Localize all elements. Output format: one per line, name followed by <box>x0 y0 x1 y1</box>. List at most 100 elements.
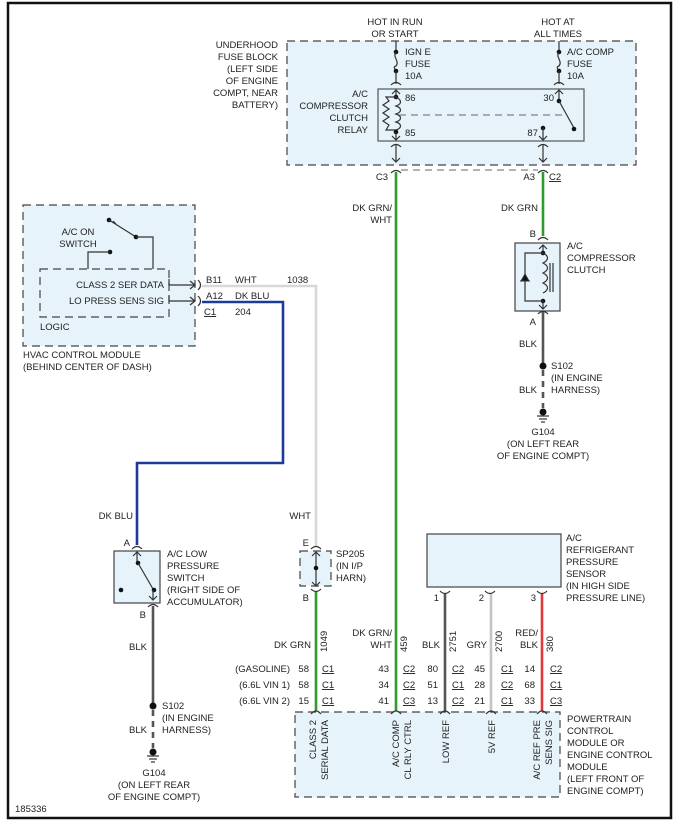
hot-in-run-label-1: HOT IN RUN <box>367 17 422 28</box>
pin-number: 41 <box>378 696 389 707</box>
clutch-wire-blk-2: BLK <box>519 385 538 396</box>
connector-b11-icon <box>197 279 202 291</box>
wire-clutch-color: DK GRN <box>501 203 538 214</box>
pcm-label-3: MODULE OR <box>567 738 625 749</box>
pcm-label-2: CONTROL <box>567 726 613 737</box>
lps-switch-arm <box>137 562 154 590</box>
logic-subbox <box>39 268 170 318</box>
circuit-1038-label: 1038 <box>287 275 308 286</box>
splice-pack-sp205: WHT E B SP205 (IN I/P HARN) <box>289 511 366 604</box>
connector-id: C1 <box>501 696 513 707</box>
connector-c2-label: C2 <box>549 172 561 183</box>
connector-id: C1 <box>452 680 464 691</box>
connector-icon <box>390 81 402 86</box>
wire-459-color-bottom-2: WHT <box>370 640 392 651</box>
lps-ground-label-3: OF ENGINE COMPT) <box>108 792 200 803</box>
diagram-frame <box>6 1 673 820</box>
connector-id: C2 <box>403 664 415 675</box>
connector-id: C1 <box>550 680 562 691</box>
connector-id: C2 <box>550 664 562 675</box>
pcm-signal-class2-2: SERIAL DATA <box>320 719 331 780</box>
wire-2700-color: GRY <box>467 640 488 651</box>
ign-e-fuse: IGN E FUSE 10A <box>390 41 431 86</box>
wire-380-color-1: RED/ <box>515 628 538 639</box>
pcm-label-1: POWERTRAIN <box>567 714 631 725</box>
lo-press-sens-sig-label: LO PRESS SENS SIG <box>69 296 164 307</box>
relay-label-3: CLUTCH <box>329 113 368 124</box>
pcm-signal-pressure-1: A/C REF PRE <box>532 720 543 780</box>
sensor-label-2: REFRIGERANT <box>566 545 634 556</box>
clutch-ground-label-2: (ON LEFT REAR <box>507 439 579 450</box>
powertrain-control-module: CLASS 2 SERIAL DATA A/C COMP CL RLY CTRL… <box>294 710 653 798</box>
sensor-pin-1: 1 <box>434 593 439 604</box>
hvac-control-module: A/C ON SWITCH CLASS 2 SER DATA LO PRESS … <box>22 204 196 373</box>
connector-a3-label: A3 <box>523 172 535 183</box>
pin-number: 33 <box>524 696 535 707</box>
ac-fuse-label-1: A/C COMP <box>567 47 614 58</box>
clutch-pin-a: A <box>530 317 537 328</box>
sensor-label-1: A/C <box>566 533 582 544</box>
clutch-ground-label-1: G104 <box>531 427 554 438</box>
relay-switch-arm <box>558 100 575 129</box>
hot-at-all-times-label-1: HOT AT <box>541 17 575 28</box>
clutch-label-3: CLUTCH <box>567 265 606 276</box>
lps-label-4: (RIGHT SIDE OF <box>167 585 240 596</box>
relay-pin-86: 86 <box>405 93 416 104</box>
ac-on-switch-label-1: A/C ON <box>62 227 95 238</box>
pcm-signal-relay-2: CL RLY CTRL <box>403 720 414 779</box>
resistor-icon <box>381 96 396 131</box>
connector-id: C3 <box>403 696 415 707</box>
hot-in-run-label-2: OR START <box>371 29 418 40</box>
lps-label-3: SWITCH <box>167 573 205 584</box>
lps-splice-label-3: HARNESS) <box>162 725 211 736</box>
hot-at-all-times-label-2: ALL TIMES <box>534 29 582 40</box>
splice-s102-icon <box>539 362 547 370</box>
pcm-signal-low-ref: LOW REF <box>441 720 452 763</box>
lps-splice-label-2: (IN ENGINE <box>162 713 214 724</box>
lps-label-2: PRESSURE <box>167 561 219 572</box>
wire-dk-blu-204 <box>135 300 285 545</box>
ac-compressor-clutch: B A A/C COMPRESSOR CLUTCH <box>514 229 636 328</box>
splice-s102-icon <box>149 702 157 710</box>
pcm-signal-5v-ref: 5V REF <box>487 720 498 753</box>
pin-number: 34 <box>378 680 389 691</box>
clutch-label-1: A/C <box>567 241 583 252</box>
relay-label-1: A/C <box>352 89 368 100</box>
lps-label-1: A/C LOW <box>167 549 207 560</box>
ac-comp-fuse: A/C COMP FUSE 10A <box>553 41 614 86</box>
wire-459-color-bottom-1: DK GRN/ <box>352 628 392 639</box>
circuit-2751-label: 2751 <box>448 631 459 652</box>
sensor-label-6: PRESSURE LINE) <box>566 593 645 604</box>
pin-number: 45 <box>474 664 485 675</box>
lps-wire-in-label: DK BLU <box>99 511 133 522</box>
connector-id: C2 <box>452 664 464 675</box>
sensor-box <box>426 533 562 588</box>
lps-pin-a: A <box>124 538 131 549</box>
ac-on-switch-icon <box>87 217 154 269</box>
lps-pin-b: B <box>140 610 146 621</box>
sensor-label-3: PRESSURE <box>566 557 618 568</box>
connector-id: C2 <box>452 696 464 707</box>
wire-wht-label: WHT <box>235 275 257 286</box>
sp205-label-2: (IN I/P <box>336 561 363 572</box>
pcm-label-4: ENGINE CONTROL <box>567 750 653 761</box>
pcm-signal-class2-1: CLASS 2 <box>308 720 319 759</box>
circuit-459-label: 459 <box>399 636 410 652</box>
hvac-module-label-2: (BEHIND CENTER OF DASH) <box>23 362 152 373</box>
variant-gasoline: (GASOLINE) <box>235 664 290 675</box>
clutch-splice-label-3: HARNESS) <box>551 385 600 396</box>
circuit-380-label: 380 <box>545 636 556 652</box>
pin-number: 21 <box>474 696 485 707</box>
circuit-2700-label: 2700 <box>494 631 505 652</box>
underhood-fuse-block: UNDERHOOD FUSE BLOCK (LEFT SIDE OF ENGIN… <box>213 17 637 166</box>
class2-ser-data-label: CLASS 2 SER DATA <box>76 280 164 291</box>
wire-380-color-2: BLK <box>520 640 539 651</box>
connector-a3-icon <box>537 169 549 174</box>
clutch-splice-label-1: S102 <box>551 361 573 372</box>
connector-c3-icon <box>390 169 402 174</box>
pcm-label-6: (LEFT FRONT OF <box>567 774 644 785</box>
relay-label-2: COMPRESSOR <box>299 101 368 112</box>
ac-low-pressure-switch: DK BLU A B A/C LOW PRESSURE SWITCH (RIGH… <box>99 511 243 621</box>
pcm-label-5: MODULE <box>567 762 608 773</box>
relay-pin-30: 30 <box>543 93 554 104</box>
